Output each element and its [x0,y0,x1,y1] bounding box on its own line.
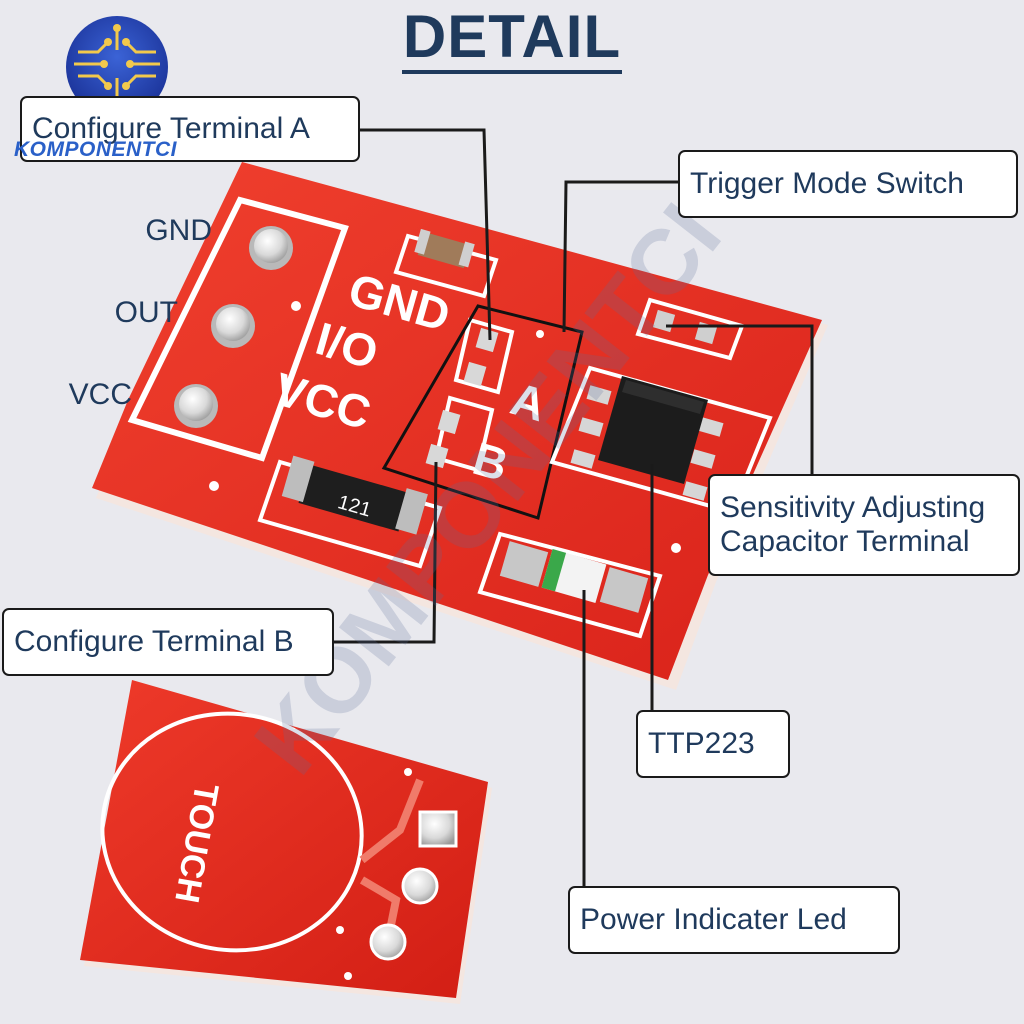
touch-pad-square [418,810,458,848]
callout-label-line-1: Sensitivity Adjusting [720,490,986,524]
pin-label-out: OUT [114,296,178,329]
callout-label-line-2: Capacitor Terminal [720,525,970,558]
leader-trigger-mode [562,180,680,333]
page-title: DETAIL [402,3,622,70]
config-pads [425,317,515,473]
header-outline [127,196,349,462]
header-pads [174,226,293,428]
chip-pins [570,385,724,501]
callout-power-indicator-led: Power Indicater Led [568,886,900,954]
callout-trigger-mode-switch: Trigger Mode Switch [678,150,1018,218]
touch-pcb-face [80,680,488,998]
callout-label: Trigger Mode Switch [690,166,964,200]
callout-sensitivity-capacitor: Sensitivity Adjusting Capacitor Terminal [708,474,1020,576]
power-led [477,531,663,639]
brand-name: KOMPONENTCI [14,138,177,161]
callout-label: Configure Terminal B [14,624,294,658]
circuit-icon [74,30,160,100]
config-highlight-frame [381,304,584,520]
callout-label: Configure Terminal A [32,111,310,145]
touch-pad-round-1 [401,867,439,905]
header-pad-out [216,307,250,341]
leader-configure-a [358,128,492,341]
touch-pcb: TOUCH [80,680,492,1004]
touch-pad-ring [100,711,364,953]
main-pcb: GND I/O VCC A B [92,162,828,690]
header-pad-vcc [179,387,213,421]
header-pad-gnd [254,229,288,263]
leader-configure-b [332,461,438,644]
title-underline [402,70,622,74]
callout-label: TTP223 [648,726,755,760]
pin-label-gnd: GND [145,214,212,247]
callout-label: Power Indicater Led [580,902,847,936]
touch-pad-round-2 [369,923,407,961]
capacitor-top [393,228,499,299]
resistor: 121 [257,455,443,569]
leader-sensitivity [666,324,814,474]
pin-label-vcc: VCC [68,378,132,411]
leader-lines [332,128,814,888]
callout-configure-terminal-b: Configure Terminal B [2,608,334,676]
callout-ttp223: TTP223 [636,710,790,778]
callout-configure-terminal-a: Configure Terminal A [20,96,360,162]
